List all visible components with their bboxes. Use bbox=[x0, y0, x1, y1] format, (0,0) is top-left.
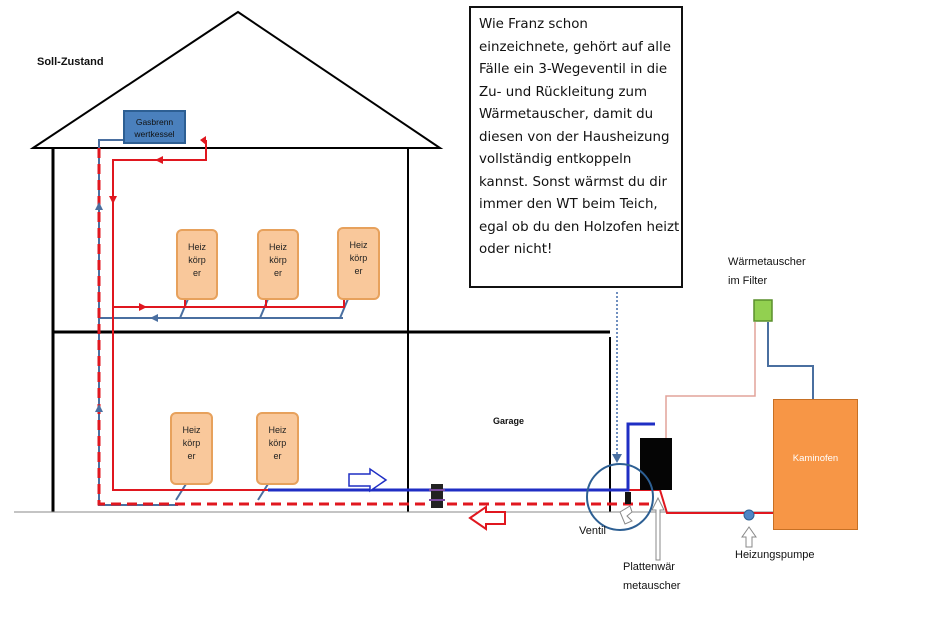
valve-highlight-circle bbox=[586, 463, 654, 531]
radiator-lower-1: Heiz körp er bbox=[170, 412, 213, 485]
radiator-label: er bbox=[187, 451, 196, 461]
valve bbox=[625, 492, 631, 504]
filter-feed bbox=[665, 322, 756, 438]
ventil-pointer bbox=[619, 505, 633, 525]
callout-line: Wie Franz schon bbox=[479, 17, 588, 32]
radiator-label: körp bbox=[268, 438, 287, 448]
radiator-label: körp bbox=[349, 253, 368, 263]
callout-line: einzeichnete, gehört auf alle bbox=[479, 39, 671, 55]
kaminofen: Kaminofen bbox=[773, 399, 858, 530]
garage-pipe bbox=[268, 422, 655, 492]
return-dashed bbox=[97, 148, 650, 506]
arrow-left-top bbox=[155, 156, 163, 164]
radiator-label: körp bbox=[182, 438, 201, 448]
flow-arrow-left bbox=[468, 505, 506, 531]
house-structure bbox=[14, 10, 775, 513]
coupler bbox=[431, 484, 443, 508]
arrow-down-supply bbox=[109, 196, 117, 204]
garage-label: Garage bbox=[493, 416, 525, 426]
radiator-label: Heiz bbox=[268, 425, 287, 435]
radiator-label: Heiz bbox=[187, 242, 206, 252]
kaminofen-label: Kaminofen bbox=[792, 453, 839, 464]
filter-label-2: im Filter bbox=[728, 275, 768, 287]
callout-line: kannst. Sonst wärmst du dir bbox=[479, 174, 668, 190]
roof bbox=[29, 10, 444, 149]
radiator-label: körp bbox=[269, 255, 287, 265]
plate-label-2: metauscher bbox=[623, 580, 681, 592]
plate-heat-exchanger-label: Plattenwär metauscher bbox=[623, 558, 680, 596]
callout-line: egal ob du den Holzofen heizt bbox=[479, 219, 680, 235]
callout-line: immer den WT beim Teich, bbox=[479, 197, 658, 212]
radiator-label: er bbox=[192, 268, 201, 278]
gas-boiler: Gasbrenn wertkessel bbox=[123, 110, 186, 144]
callout-line: Wärmetauscher, damit du bbox=[479, 107, 654, 122]
arrow-up-return-2 bbox=[95, 404, 103, 412]
plate-label-1: Plattenwär bbox=[623, 561, 675, 573]
callout-line: vollständig entkoppeln bbox=[479, 152, 632, 167]
filter-heat-exchanger-label: Wärmetauscher im Filter bbox=[728, 253, 806, 291]
boiler-label-2: wertkessel bbox=[134, 129, 175, 139]
filter-heat-exchanger bbox=[753, 299, 773, 322]
callout-line: oder nicht! bbox=[479, 242, 553, 257]
callout-line: diesen von der Hausheizung bbox=[479, 129, 670, 145]
radiator-label: Heiz bbox=[268, 242, 287, 252]
arrow-left-return bbox=[150, 314, 158, 322]
radiator-lower-2: Heiz körp er bbox=[256, 412, 299, 485]
return-radiator-4 bbox=[175, 483, 187, 501]
radiator-upper-3: Heiz körp er bbox=[337, 227, 380, 300]
radiator-label: er bbox=[354, 266, 363, 276]
return-radiator-1 bbox=[179, 298, 189, 319]
diagram-title: Soll-Zustand bbox=[37, 56, 104, 68]
return-radiator-5 bbox=[257, 483, 269, 501]
filter-to-kamin bbox=[767, 322, 814, 399]
filter-label-1: Wärmetauscher bbox=[728, 256, 806, 268]
boiler-label-1: Gasbrenn bbox=[135, 117, 174, 127]
pump-pointer bbox=[741, 526, 757, 548]
flow-arrow-right bbox=[348, 467, 388, 493]
plate-heat-exchanger bbox=[640, 438, 672, 490]
arrow-up-return bbox=[95, 202, 103, 210]
garage-supply-pipe bbox=[268, 422, 655, 492]
radiator-label: Heiz bbox=[349, 240, 368, 250]
valve-drop-arrowhead bbox=[612, 454, 622, 463]
radiator-upper-2: Heiz körp er bbox=[257, 229, 299, 300]
arrow-right-supply bbox=[139, 303, 147, 311]
callout-line: Zu- und Rückleitung zum bbox=[479, 84, 648, 100]
kamin-supply bbox=[650, 489, 773, 514]
radiator-label: er bbox=[273, 268, 282, 278]
radiator-label: Heiz bbox=[182, 425, 201, 435]
return-lines bbox=[98, 139, 814, 506]
arrow-top-right bbox=[200, 136, 206, 145]
flow-arrows bbox=[95, 136, 206, 412]
ventil-label: Ventil bbox=[579, 525, 606, 537]
pipe-coupler bbox=[429, 484, 445, 508]
radiator-upper-1: Heiz körp er bbox=[176, 229, 218, 300]
callout-box: Wie Franz schon einzeichnete, gehört auf… bbox=[469, 6, 683, 288]
callout-line: Fälle ein 3-Wegeventil in die bbox=[479, 62, 668, 77]
heating-pump bbox=[743, 509, 755, 521]
radiator-label: körp bbox=[188, 255, 206, 265]
return-radiator-3 bbox=[339, 298, 349, 319]
pump-label: Heizungspumpe bbox=[735, 549, 815, 561]
radiator-label: er bbox=[273, 451, 282, 461]
plate-pointer bbox=[651, 496, 665, 561]
